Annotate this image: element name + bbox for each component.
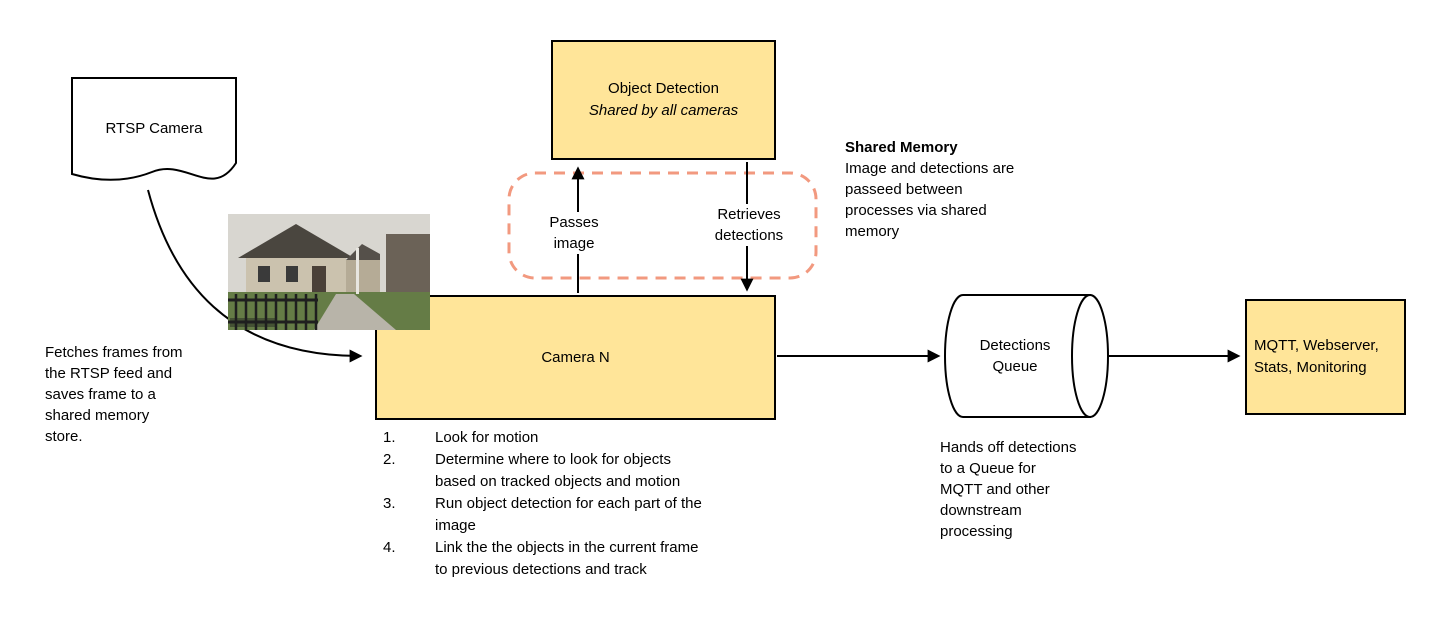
object-detection-subtitle: Shared by all cameras: [588, 102, 739, 119]
queue-note: Hands off detections to a Queue for MQTT…: [940, 439, 1077, 540]
shared-memory-title: Shared Memory: [845, 139, 958, 156]
camera-n-node: Camera N: [375, 295, 776, 420]
step-number: 4.: [383, 539, 396, 556]
camera-n-label: Camera N: [541, 348, 610, 366]
camera-snapshot-image: [228, 214, 430, 330]
step-text: Run object detection for each part of th…: [435, 495, 702, 534]
step-number: 3.: [383, 495, 396, 512]
list-item: 3. Run object detection for each part of…: [383, 493, 739, 537]
step-number: 2.: [383, 451, 396, 468]
passes-image-label: Passes image: [537, 212, 611, 254]
step-text: Link the the objects in the current fram…: [435, 539, 699, 578]
object-detection-node: Object Detection Shared by all cameras: [551, 40, 776, 160]
outputs-label: MQTT, Webserver, Stats, Monitoring: [1254, 337, 1379, 376]
rtsp-fetch-note: Fetches frames from the RTSP feed and sa…: [45, 344, 183, 445]
camera-steps-list: 1. Look for motion 2. Determine where to…: [383, 427, 739, 581]
object-detection-title: Object Detection: [608, 80, 719, 97]
shared-memory-note: Shared Memory Image and detections are p…: [845, 137, 1050, 242]
list-item: 4. Link the the objects in the current f…: [383, 537, 739, 581]
outputs-node: MQTT, Webserver, Stats, Monitoring: [1245, 299, 1406, 415]
step-text: Determine where to look for objects base…: [435, 451, 681, 490]
retrieves-detections-label: Retrieves detections: [702, 204, 796, 246]
step-text: Look for motion: [435, 429, 539, 446]
step-number: 1.: [383, 429, 396, 446]
list-item: 2. Determine where to look for objects b…: [383, 449, 739, 493]
list-item: 1. Look for motion: [383, 427, 739, 449]
shared-memory-body: Image and detections are passeed between…: [845, 160, 1015, 240]
detections-queue-label: Detections Queue: [979, 337, 1051, 375]
rtsp-camera-label: RTSP Camera: [105, 120, 203, 137]
